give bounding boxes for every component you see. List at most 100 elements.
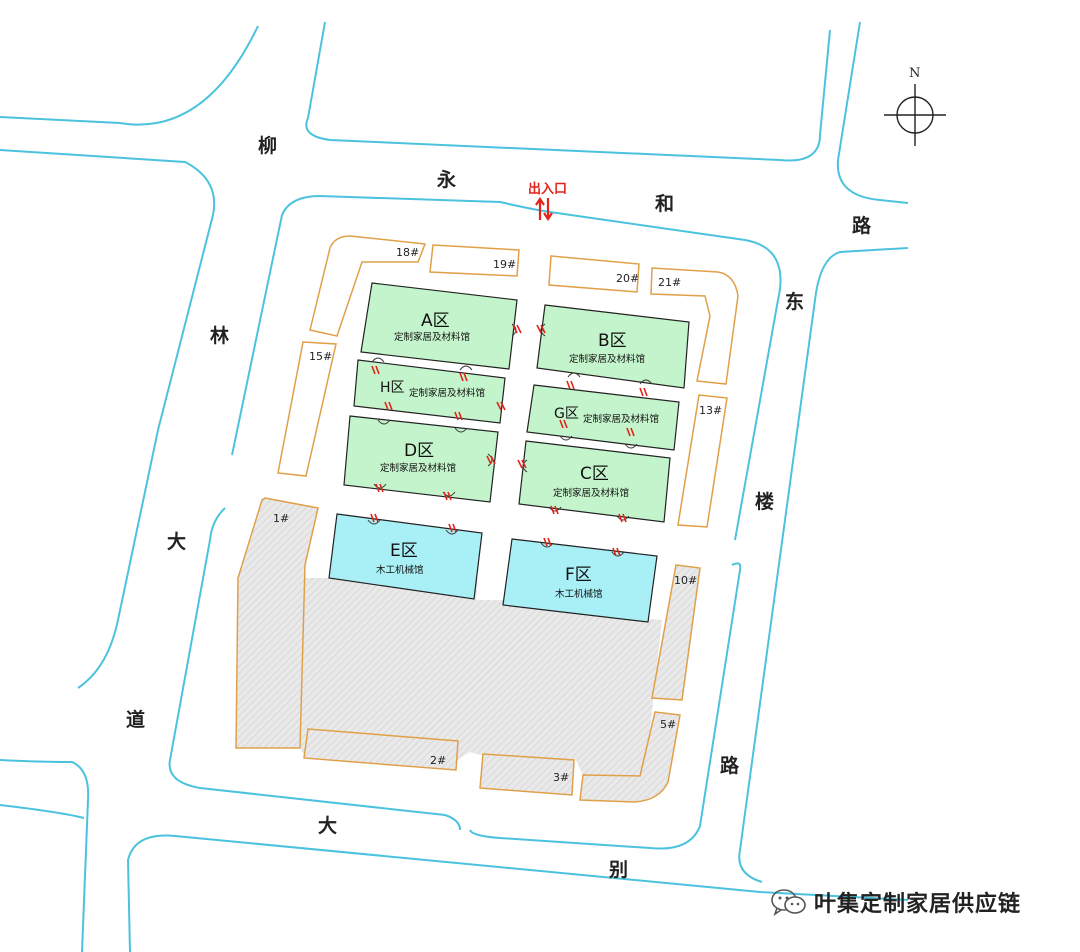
building-5 — [579, 711, 681, 803]
door-symbol — [377, 419, 391, 425]
building-label-19: 19# — [493, 258, 516, 271]
zone-f-subtitle: 木工机械馆 — [555, 588, 603, 600]
door-symbol — [548, 506, 562, 512]
zone-h-title: H区 — [380, 380, 405, 396]
door-symbol — [624, 443, 638, 449]
zone-d-title: D区 — [404, 441, 434, 461]
compass-icon: N — [884, 66, 946, 146]
road-char-bie: 别 — [608, 859, 628, 881]
building-label-13: 13# — [699, 404, 722, 417]
zone-g — [526, 384, 680, 451]
door-symbol — [445, 529, 459, 535]
building-label-3: 3# — [553, 771, 569, 784]
road-char-he: 和 — [655, 192, 674, 215]
zone-g-title: G区 — [554, 406, 579, 422]
material-halls — [343, 282, 690, 523]
road-edge — [305, 21, 831, 162]
door-symbol — [487, 453, 493, 467]
building-10 — [651, 564, 701, 701]
compass-north-label: N — [909, 66, 920, 81]
zone-e-subtitle: 木工机械馆 — [376, 564, 424, 576]
road-edge — [126, 834, 909, 952]
building-13 — [677, 394, 728, 528]
door-symbol — [371, 357, 385, 363]
wechat-icon — [771, 889, 806, 916]
zone-a-title: A区 — [421, 311, 450, 331]
building-18 — [309, 235, 427, 337]
road-network — [0, 21, 909, 952]
parking-area — [236, 578, 662, 778]
entrance-label: 出入口 — [528, 181, 567, 197]
road-char-lu-east: 路 — [720, 754, 740, 777]
road-char-liu: 柳 — [258, 134, 277, 157]
road-edge — [0, 804, 85, 819]
zone-a-subtitle: 定制家居及材料馆 — [394, 331, 470, 343]
road-edge — [0, 149, 216, 689]
building-label-20: 20# — [616, 272, 639, 285]
building-2 — [303, 728, 459, 771]
zone-c — [518, 440, 671, 523]
entrance-arrow-in-icon — [535, 197, 545, 220]
road-labels: 柳 林 大 道 永 和 路 东 楼 路 大 别 — [126, 134, 872, 881]
road-edge — [0, 759, 90, 952]
zone-b — [536, 304, 690, 389]
entrance-arrow-out-icon — [543, 198, 553, 221]
watermark: 叶集定制家居供应链 — [770, 884, 1021, 920]
perimeter-buildings — [235, 235, 739, 803]
building-19 — [429, 244, 520, 277]
watermark-text: 叶集定制家居供应链 — [814, 892, 1022, 917]
road-char-lu-north: 路 — [852, 214, 872, 237]
road-char-lin: 林 — [210, 324, 229, 347]
road-char-da-west: 大 — [167, 530, 186, 553]
road-char-dao: 道 — [126, 708, 145, 731]
connector-arrows — [370, 324, 648, 557]
road-char-lou: 楼 — [755, 490, 774, 513]
building-label-10: 10# — [674, 574, 697, 587]
building-label-1: 1# — [273, 512, 289, 525]
door-symbol — [522, 459, 528, 473]
door-symbol — [459, 365, 473, 371]
machinery-halls — [328, 513, 658, 623]
building-3 — [479, 753, 575, 796]
road-edge — [0, 25, 259, 126]
zone-a — [360, 282, 518, 370]
building-label-15: 15# — [309, 350, 332, 363]
door-symbol — [454, 427, 468, 433]
road-char-yong: 永 — [436, 168, 457, 191]
zone-e — [328, 513, 483, 600]
zone-b-title: B区 — [598, 331, 627, 351]
road-edge — [738, 247, 909, 883]
zone-b-subtitle: 定制家居及材料馆 — [569, 353, 645, 365]
building-label-2: 2# — [430, 754, 446, 767]
door-symbol — [540, 323, 546, 337]
road-char-dong: 东 — [785, 290, 804, 313]
zone-d — [343, 415, 499, 503]
road-edge — [469, 562, 742, 850]
road-edge — [168, 507, 461, 831]
zone-f-title: F区 — [565, 565, 592, 585]
door-symbol — [540, 542, 554, 548]
zone-labels: A区 定制家居及材料馆 B区 定制家居及材料馆 H区 定制家居及材料馆 G区 定… — [376, 311, 659, 600]
zone-g-subtitle: 定制家居及材料馆 — [583, 413, 659, 425]
door-symbol — [567, 372, 581, 378]
road-edge — [836, 21, 909, 204]
zone-f — [502, 538, 658, 623]
door-symbol — [611, 551, 625, 557]
entrance-marker: 出入口 — [528, 181, 567, 221]
door-symbol — [639, 379, 653, 385]
building-label-5: 5# — [660, 718, 676, 731]
building-1 — [235, 497, 319, 749]
zone-e-title: E区 — [390, 541, 418, 561]
building-20 — [548, 255, 640, 293]
road-char-da-south: 大 — [318, 814, 337, 837]
building-21 — [650, 267, 739, 385]
zone-c-title: C区 — [580, 464, 609, 484]
door-symbol — [373, 483, 387, 489]
zone-d-subtitle: 定制家居及材料馆 — [380, 462, 456, 474]
building-label-18: 18# — [396, 246, 419, 259]
door-symbol — [367, 519, 381, 525]
zone-h-subtitle: 定制家居及材料馆 — [409, 387, 485, 399]
road-edge — [231, 194, 782, 541]
door-symbol — [616, 515, 630, 521]
